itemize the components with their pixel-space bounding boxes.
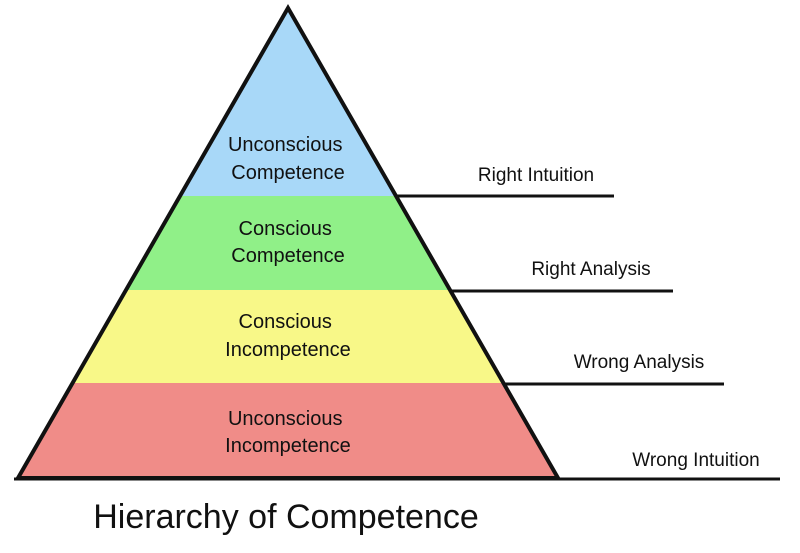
leader-label-wrong-analysis: Wrong Analysis — [574, 352, 705, 373]
tier-conscious-competence — [127, 196, 451, 290]
leader-label-right-intuition: Right Intuition — [478, 165, 594, 186]
tier-label-unconscious-incompetence: Unconscious Incompetence — [225, 408, 351, 457]
tier-unconscious-competence — [181, 8, 396, 196]
diagram-title: Hierarchy of Competence — [93, 498, 479, 536]
tier-conscious-incompetence — [73, 290, 504, 383]
tier-label-conscious-incompetence: Conscious Incompetence — [225, 311, 351, 361]
leader-label-wrong-intuition: Wrong Intuition — [632, 450, 759, 471]
leader-label-right-analysis: Right Analysis — [531, 259, 650, 280]
tier-label-conscious-competence: Conscious Competence — [231, 218, 344, 267]
tier-label-unconscious-competence: Unconscious Competence — [228, 134, 348, 184]
tier-unconscious-incompetence — [18, 383, 558, 478]
